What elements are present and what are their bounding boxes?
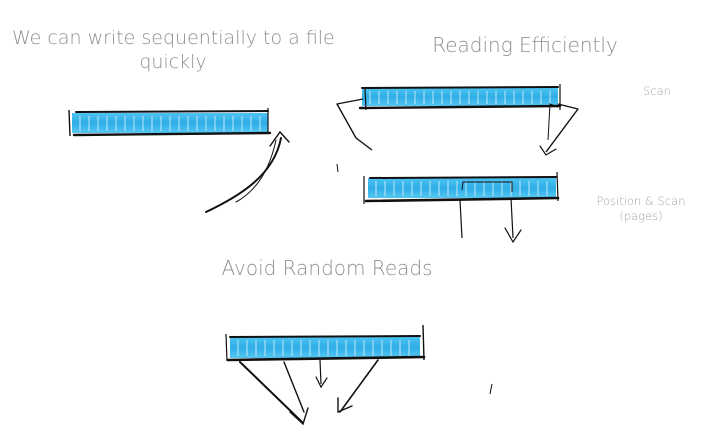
title-sequential-write: We can write sequentially to a file quic… [12,26,335,74]
title-avoid-random-reads: Avoid Random Reads [221,256,433,280]
file-block-position-scan [363,171,560,204]
title-sequential-write-line1: We can write sequentially to a file [12,27,335,49]
title-reading-efficiently: Reading Efficiently [432,33,618,57]
label-position-scan-line2: (pages) [619,209,663,223]
file-block-scan [358,84,562,111]
scan-arrow [336,98,579,156]
title-sequential-write-line2: quickly [139,51,207,73]
random-read-arrows [239,359,379,426]
position-scan-arrow [459,197,522,244]
write-arrow [205,130,290,213]
file-block-random-reads [225,324,426,362]
label-scan: Scan [643,84,671,98]
label-position-scan: Position & Scan (pages) [586,194,696,224]
stray-mark [336,163,339,173]
stray-mark [489,383,493,395]
file-block-write [68,108,272,137]
label-position-scan-line1: Position & Scan [596,194,686,208]
